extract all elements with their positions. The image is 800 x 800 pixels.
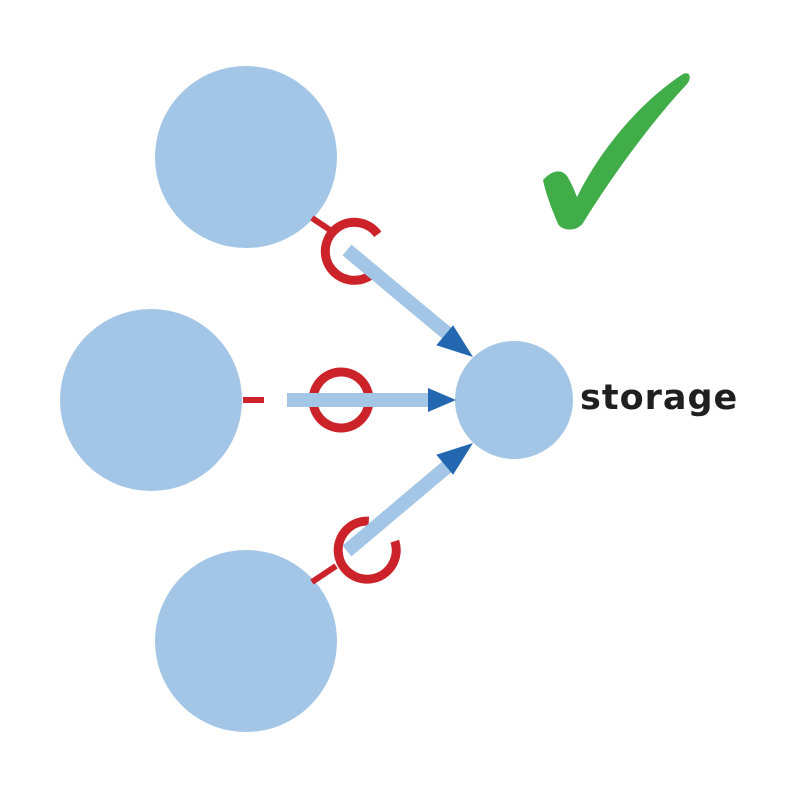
storage-circle xyxy=(455,341,573,459)
component-bottom-circle xyxy=(155,550,337,732)
storage-label: storage xyxy=(580,378,738,418)
checkmark-icon xyxy=(543,73,690,230)
arrow-shaft-bottom xyxy=(342,459,454,557)
component-middle-circle xyxy=(60,309,242,491)
arrow-icon xyxy=(436,325,473,357)
socket-connector-icon xyxy=(320,217,382,285)
arrow-icon xyxy=(436,443,473,475)
socket-connector-icon xyxy=(333,516,401,584)
arrow-shaft-top xyxy=(342,244,454,341)
arrow-icon xyxy=(428,388,456,412)
component-top-circle xyxy=(155,66,337,248)
connector-stem-bottom xyxy=(310,563,338,585)
